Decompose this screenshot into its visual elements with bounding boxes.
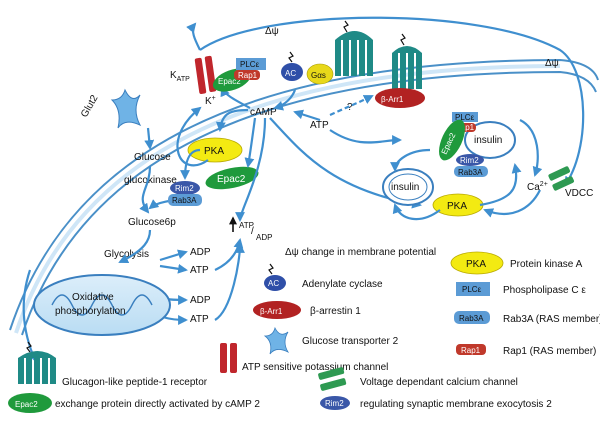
svg-text:AC: AC bbox=[268, 279, 279, 288]
katp-channel bbox=[194, 55, 217, 94]
legend-glp1r: Glucagon-like peptide-1 receptor bbox=[62, 377, 208, 388]
svg-text:insulin: insulin bbox=[391, 182, 419, 193]
oxphos-label-1: Oxidative bbox=[72, 292, 114, 303]
legend-adenylate-cyclase: Adenylate cyclase bbox=[302, 279, 383, 290]
glucokinase-label: glucokinase bbox=[124, 175, 177, 186]
legend-glucose-transporter: Glucose transporter 2 bbox=[302, 336, 399, 347]
legend-rim2-icon: Rim2 bbox=[320, 396, 350, 410]
insulin-vesicle: insulin bbox=[382, 168, 434, 206]
svg-text:insulin: insulin bbox=[474, 135, 502, 146]
adp-label-1: ADP bbox=[190, 247, 211, 258]
epac2-rap1-plce-top: Epac2 Rap1 PLCε bbox=[212, 58, 266, 92]
svg-text:PLCε: PLCε bbox=[240, 60, 260, 69]
granule-right: insulin bbox=[464, 121, 516, 159]
gas-top: Gαs bbox=[306, 63, 334, 85]
rim2-rab3a-right: Rim2 Rab3A bbox=[454, 154, 488, 177]
calcium-label: Ca2+ bbox=[527, 181, 548, 193]
svg-text:Rab3A: Rab3A bbox=[459, 314, 484, 323]
legend-delta-psi: Δψ change in membrane potential bbox=[285, 247, 436, 258]
legend-protein-kinase: Protein kinase A bbox=[510, 259, 583, 270]
mitochondrion bbox=[33, 274, 171, 336]
legend-rim2-desc: regulating synaptic membrane exocytosis … bbox=[360, 399, 552, 410]
svg-text:PLCε: PLCε bbox=[455, 113, 475, 122]
vdcc-label: VDCC bbox=[565, 188, 593, 199]
svg-text:Rim2: Rim2 bbox=[460, 156, 479, 165]
rim2-rab3a-left: Rim2 Rab3A bbox=[168, 181, 202, 206]
delta-psi-left: Δψ bbox=[265, 26, 279, 37]
legend-plce-icon: PLCε bbox=[456, 282, 490, 296]
svg-text:Rab3A: Rab3A bbox=[172, 196, 197, 205]
epac2-center: Epac2 bbox=[205, 166, 259, 190]
legend-vdcc-desc: Voltage dependant calcium channel bbox=[360, 377, 518, 388]
atp-center-label: ATP bbox=[310, 120, 329, 131]
right-arrows bbox=[390, 119, 543, 221]
svg-text:AC: AC bbox=[285, 69, 296, 78]
glut2-transporter bbox=[110, 88, 142, 129]
vdcc-channel bbox=[548, 166, 575, 191]
legend: Δψ change in membrane potential AC Adeny… bbox=[8, 247, 600, 413]
legend-phospholipase: Phospholipase C ε bbox=[503, 285, 586, 296]
svg-text:Epac2: Epac2 bbox=[15, 400, 38, 409]
glucose6p-label: Glucose6p bbox=[128, 217, 176, 228]
svg-text:Gαs: Gαs bbox=[311, 71, 326, 80]
legend-glut2-icon bbox=[263, 326, 290, 355]
svg-text:Epac2: Epac2 bbox=[217, 174, 246, 185]
legend-rap1-icon: Rap1 bbox=[456, 344, 486, 355]
legend-glp1r-icon bbox=[18, 341, 56, 384]
atp-label-2: ATP bbox=[190, 314, 209, 325]
legend-barr-icon: β-Arr1 bbox=[253, 301, 301, 319]
legend-katp-icon bbox=[220, 343, 237, 373]
camp-label: cAMP bbox=[250, 107, 277, 118]
legend-ac-icon: AC bbox=[264, 263, 286, 291]
pka-right: PKA bbox=[432, 193, 484, 217]
svg-text:ATP: ATP bbox=[239, 221, 254, 230]
glp1-receptor-top bbox=[335, 20, 422, 89]
glucose-label: Glucose bbox=[134, 152, 171, 163]
legend-pka-icon: PKA bbox=[450, 251, 504, 275]
svg-text:PLCε: PLCε bbox=[462, 285, 482, 294]
adenylate-cyclase-top: AC bbox=[281, 51, 303, 81]
svg-text:Rab3A: Rab3A bbox=[458, 168, 483, 177]
svg-text:Rim2: Rim2 bbox=[175, 184, 194, 193]
k-plus-label: K+ bbox=[205, 95, 216, 107]
adp-label-2: ADP bbox=[190, 295, 211, 306]
svg-text:/: / bbox=[251, 226, 254, 237]
legend-beta-arrestin: β-arrestin 1 bbox=[310, 306, 361, 317]
pka-center: PKA bbox=[187, 137, 243, 163]
oxphos-label-2: phosphorylation bbox=[55, 306, 126, 317]
glut2-label: Glut2 bbox=[79, 93, 101, 120]
svg-text:Rap1: Rap1 bbox=[461, 346, 481, 355]
legend-rab3a-icon: Rab3A bbox=[454, 311, 490, 324]
svg-text:PKA: PKA bbox=[447, 201, 467, 212]
delta-psi-right: Δψ bbox=[545, 58, 559, 69]
atp-label-1: ATP bbox=[190, 265, 209, 276]
legend-rab3a-desc: Rab3A (RAS member) bbox=[503, 314, 600, 325]
legend-epac-desc: exchange protein directly activated by c… bbox=[55, 399, 260, 410]
svg-text:PKA: PKA bbox=[204, 146, 224, 157]
katp-label: KATP bbox=[170, 70, 190, 83]
legend-vdcc-icon bbox=[318, 367, 347, 391]
atp-adp-ratio: ATP / ADP bbox=[229, 216, 272, 242]
legend-katp-channel: ATP sensitive potassium channel bbox=[242, 362, 388, 373]
legend-rap1-desc: Rap1 (RAS member) bbox=[503, 346, 596, 357]
svg-text:ADP: ADP bbox=[256, 233, 272, 242]
question-mark: ? bbox=[347, 102, 353, 113]
plce-rap1-epac2-right: PLCε Rap1 Epac2 bbox=[439, 112, 478, 161]
svg-text:PKA: PKA bbox=[466, 259, 486, 270]
svg-text:Epac2: Epac2 bbox=[218, 77, 241, 86]
svg-text:β-Arr1: β-Arr1 bbox=[260, 307, 283, 316]
svg-text:Rap1: Rap1 bbox=[238, 71, 258, 80]
legend-epac-icon: Epac2 bbox=[8, 393, 52, 413]
membrane-potential-arc bbox=[186, 16, 585, 187]
svg-text:β-Arr1: β-Arr1 bbox=[381, 95, 404, 104]
beta-arrestin-top: β-Arr1 bbox=[375, 88, 425, 108]
svg-text:Rim2: Rim2 bbox=[325, 399, 344, 408]
